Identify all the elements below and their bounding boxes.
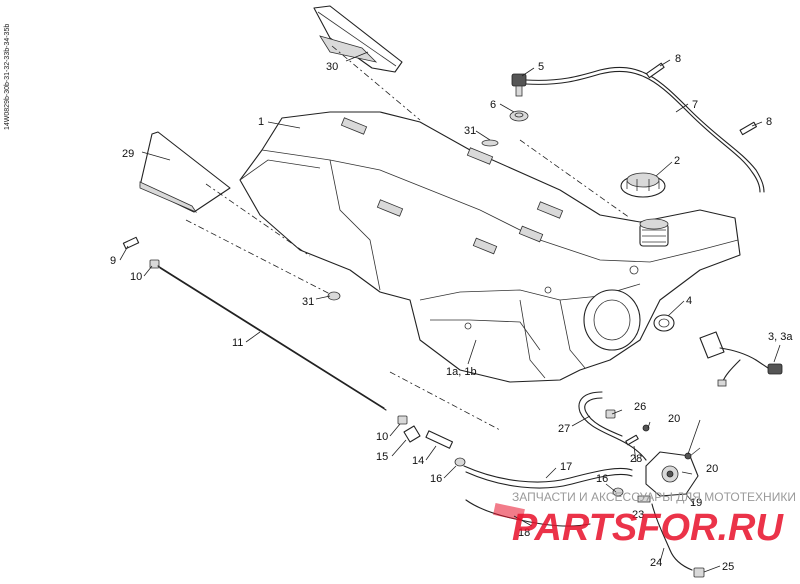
part-31-pad-a[interactable] <box>481 139 499 147</box>
callout-19: 19 <box>690 497 702 509</box>
assembly-lines <box>185 45 631 431</box>
part-19-fuel-pump[interactable] <box>645 447 701 505</box>
part-18-hose-sleeve[interactable] <box>465 499 591 527</box>
part-6-grommet[interactable] <box>509 110 529 122</box>
callout-2: 2 <box>674 155 680 167</box>
callout-20-right: 20 <box>706 463 718 475</box>
callout-18: 18 <box>518 527 530 539</box>
part-14-connector[interactable] <box>425 430 454 449</box>
callout-8-right: 8 <box>766 116 772 128</box>
part-23-fitting[interactable] <box>637 495 651 503</box>
part-3-fuel-sensor[interactable] <box>699 331 783 387</box>
callout-1: 1 <box>258 116 264 128</box>
part-31-pad-b[interactable] <box>327 291 341 301</box>
part-28-clamp[interactable] <box>625 434 639 446</box>
callout-10-bottom: 10 <box>376 431 388 443</box>
callout-3-3a: 3, 3a <box>768 331 793 343</box>
part-27-return-hose[interactable] <box>578 391 647 461</box>
part-5-vent-valve[interactable] <box>511 73 527 97</box>
part-9-fitting[interactable] <box>122 236 140 250</box>
part-2-filler-cap[interactable] <box>620 172 666 198</box>
part-8-clamp-b[interactable] <box>739 121 757 136</box>
part-26-clip[interactable] <box>605 409 616 419</box>
callout-27: 27 <box>558 423 570 435</box>
callout-25: 25 <box>722 561 734 573</box>
part-24-lower-hose[interactable] <box>651 503 693 571</box>
drawing-code: 14W0829b-30b-31-32-33b-34-35b <box>4 24 11 130</box>
part-11-rod[interactable] <box>157 265 387 411</box>
callout-16-right: 16 <box>596 473 608 485</box>
part-30-cover-plate[interactable] <box>313 5 403 73</box>
part-17-fuel-hose[interactable] <box>463 465 633 489</box>
callout-5: 5 <box>538 61 544 73</box>
callout-7: 7 <box>692 99 698 111</box>
callout-29: 29 <box>122 148 134 160</box>
part-16-clip-b[interactable] <box>612 487 624 497</box>
callout-15: 15 <box>376 451 388 463</box>
part-15-washer[interactable] <box>403 425 421 443</box>
callout-4: 4 <box>686 295 692 307</box>
part-10-nut-b[interactable] <box>397 415 408 425</box>
callout-1a-1b: 1a, 1b <box>446 366 477 378</box>
callout-14: 14 <box>412 455 424 467</box>
callout-24: 24 <box>650 557 662 569</box>
callout-6: 6 <box>490 99 496 111</box>
callout-26: 26 <box>634 401 646 413</box>
part-7-vent-hose[interactable] <box>525 66 765 193</box>
watermark: ЗАПЧАСТИ И АКСЕССУАРЫ ДЛЯ МОТОТЕХНИКИ PA… <box>512 490 796 549</box>
callout-8-top: 8 <box>675 53 681 65</box>
callout-20-top: 20 <box>668 413 680 425</box>
callout-31-top: 31 <box>464 125 476 137</box>
part-4-grommet[interactable] <box>653 314 675 332</box>
callout-11: 11 <box>232 337 243 349</box>
callout-28: 28 <box>630 453 642 465</box>
callout-17: 17 <box>560 461 572 473</box>
watermark-logo: PARTSFOR.RU <box>512 507 784 549</box>
part-25-clip[interactable] <box>693 567 705 578</box>
part-29-side-panel[interactable] <box>139 131 231 213</box>
callout-9: 9 <box>110 255 116 267</box>
part-20-bolt-a[interactable] <box>642 424 650 432</box>
leader-lines <box>119 51 781 573</box>
part-10-nut-a[interactable] <box>149 259 160 269</box>
part-1-fuel-tank[interactable] <box>239 111 741 383</box>
part-16-clip-a[interactable] <box>454 457 466 467</box>
callout-labels: 1 30 29 31 31 5 6 8 7 8 2 4 3, 3a 1a, 1b… <box>110 53 793 573</box>
callout-10-top: 10 <box>130 271 142 283</box>
callout-30: 30 <box>326 61 338 73</box>
callout-16-left: 16 <box>430 473 442 485</box>
callout-23: 23 <box>632 509 644 521</box>
watermark-caption: ЗАПЧАСТИ И АКСЕССУАРЫ ДЛЯ МОТОТЕХНИКИ <box>512 490 796 504</box>
part-8-clamp-a[interactable] <box>645 62 665 79</box>
callout-31-bottom: 31 <box>302 296 314 308</box>
